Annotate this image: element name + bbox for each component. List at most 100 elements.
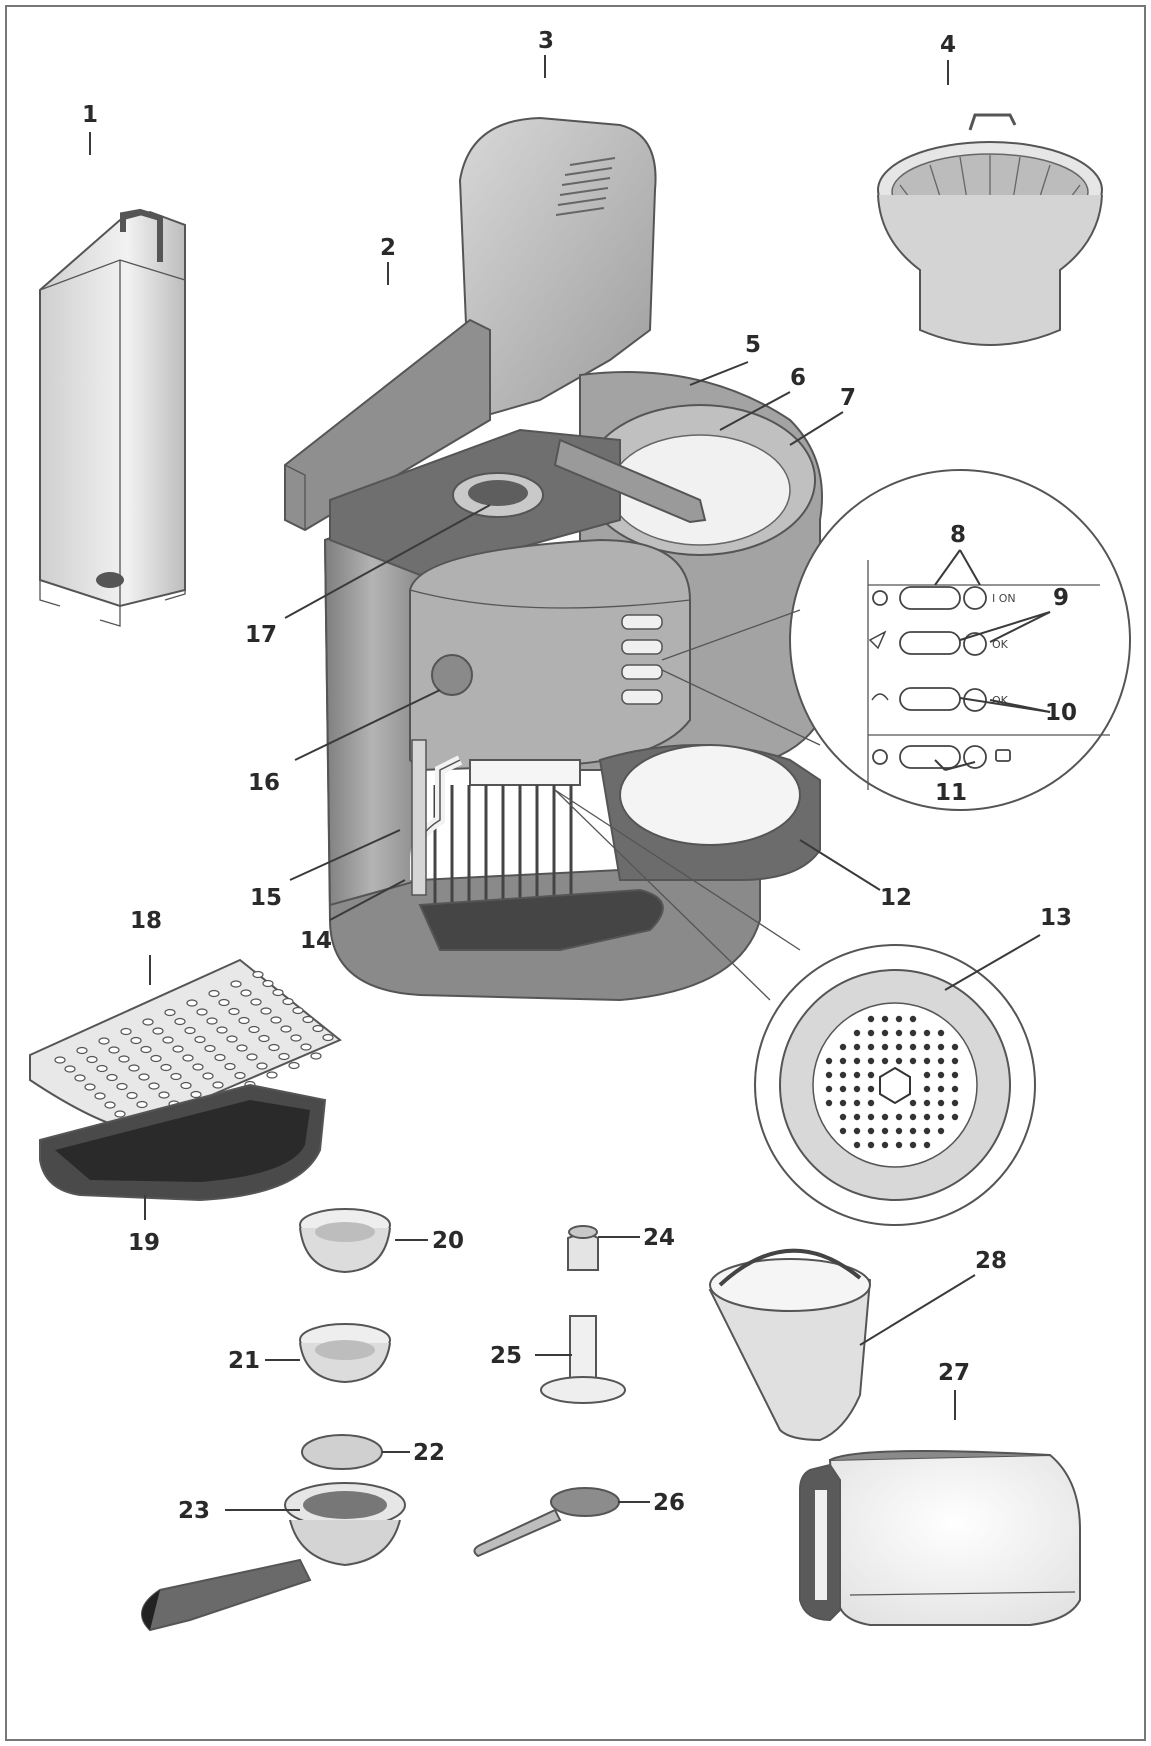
label-24: 24 (643, 1225, 675, 1251)
shower-hole (951, 1071, 959, 1079)
shower-hole (937, 1127, 945, 1135)
grid-hole (180, 1081, 192, 1090)
label-16: 16 (248, 770, 280, 796)
shower-hole (951, 1057, 959, 1065)
shower-hole (937, 1043, 945, 1051)
label-10: 10 (1045, 700, 1077, 726)
shower-hole (839, 1043, 847, 1051)
shower-hole (881, 1141, 889, 1149)
lid-flap (284, 318, 491, 532)
page-frame (5, 5, 1146, 1741)
shower-hole (839, 1071, 847, 1079)
grid-hole (108, 1046, 120, 1054)
grid-hole (226, 1035, 238, 1043)
shower-hole (825, 1057, 833, 1065)
label-15: 15 (250, 885, 282, 911)
shower-hole (867, 1141, 875, 1149)
grid-hole (238, 1016, 250, 1025)
shower-hole (825, 1099, 833, 1107)
grid-hole (196, 1008, 208, 1016)
shower-hole (867, 1085, 875, 1093)
shower-hole (895, 1015, 903, 1023)
grid-hole (184, 1026, 196, 1035)
label-20: 20 (432, 1228, 464, 1254)
grid-hole (272, 988, 284, 997)
grid-hole (86, 1055, 98, 1064)
grid-hole (280, 1025, 292, 1033)
label-9: 9 (1053, 585, 1069, 611)
shower-hole (937, 1057, 945, 1065)
shower-hole (951, 1085, 959, 1093)
grid-hole (158, 1091, 170, 1099)
grid-hole (246, 1053, 258, 1061)
label-18: 18 (130, 908, 162, 934)
grid-hole (302, 1015, 314, 1024)
grid-hole (130, 1036, 142, 1045)
shower-hole (937, 1113, 945, 1121)
grid-hole (234, 1071, 246, 1080)
shower-hole (825, 1085, 833, 1093)
grid-hole (204, 1044, 216, 1053)
grid-hole (150, 1054, 162, 1063)
grid-hole (126, 1091, 138, 1100)
shower-hole (853, 1085, 861, 1093)
shower-hole (895, 1127, 903, 1135)
shower-screen-detail (554, 789, 1036, 1226)
label-23: 23 (178, 1498, 210, 1524)
label-17: 17 (245, 622, 277, 648)
portafilter (141, 1434, 406, 1632)
label-3: 3 (538, 28, 554, 54)
label-19: 19 (128, 1230, 160, 1256)
shower-hole (951, 1113, 959, 1121)
grid-hole (136, 1100, 148, 1109)
grid-hole (148, 1082, 160, 1090)
panel-ok-label-1: OK (992, 638, 1009, 651)
grid-hole (164, 1008, 176, 1017)
label-11: 11 (935, 780, 967, 806)
label-8: 8 (950, 522, 966, 548)
grid-hole (172, 1045, 184, 1053)
shower-hole (839, 1127, 847, 1135)
shower-hole (853, 1071, 861, 1079)
grid-hole (268, 1043, 280, 1052)
shower-hole (867, 1099, 875, 1107)
shower-hole (839, 1099, 847, 1107)
shower-hole (937, 1071, 945, 1079)
label-22: 22 (413, 1440, 445, 1466)
shower-hole (909, 1043, 917, 1051)
grid-hole (160, 1063, 172, 1072)
grid-hole (118, 1055, 130, 1063)
label-26: 26 (653, 1490, 685, 1516)
grid-hole (248, 1025, 260, 1034)
grid-hole (74, 1074, 86, 1082)
grid-hole (258, 1034, 270, 1043)
grid-hole (206, 1017, 218, 1025)
filter-holder (877, 113, 1103, 346)
machine-body (323, 371, 823, 1002)
shower-hole (867, 1057, 875, 1065)
shower-hole (895, 1057, 903, 1065)
filter-insert-1-cup (299, 1323, 391, 1384)
shower-hole (923, 1141, 931, 1149)
shower-hole (895, 1141, 903, 1149)
grid-hole (228, 1007, 240, 1016)
shower-hole (853, 1057, 861, 1065)
shower-hole (881, 1015, 889, 1023)
grid-hole (120, 1027, 132, 1036)
grid-hole (96, 1064, 108, 1073)
grid-hole (182, 1054, 194, 1062)
shower-hole (937, 1099, 945, 1107)
shower-hole (867, 1043, 875, 1051)
grid-hole (282, 997, 294, 1006)
grid-hole (236, 1044, 248, 1052)
grid-hole (290, 1034, 302, 1042)
shower-hole (867, 1029, 875, 1037)
shower-hole (881, 1043, 889, 1051)
grid-hole (194, 1035, 206, 1044)
grid-hole (54, 1056, 66, 1064)
shower-hole (881, 1029, 889, 1037)
grid-hole (128, 1064, 140, 1072)
grid-hole (84, 1083, 96, 1091)
